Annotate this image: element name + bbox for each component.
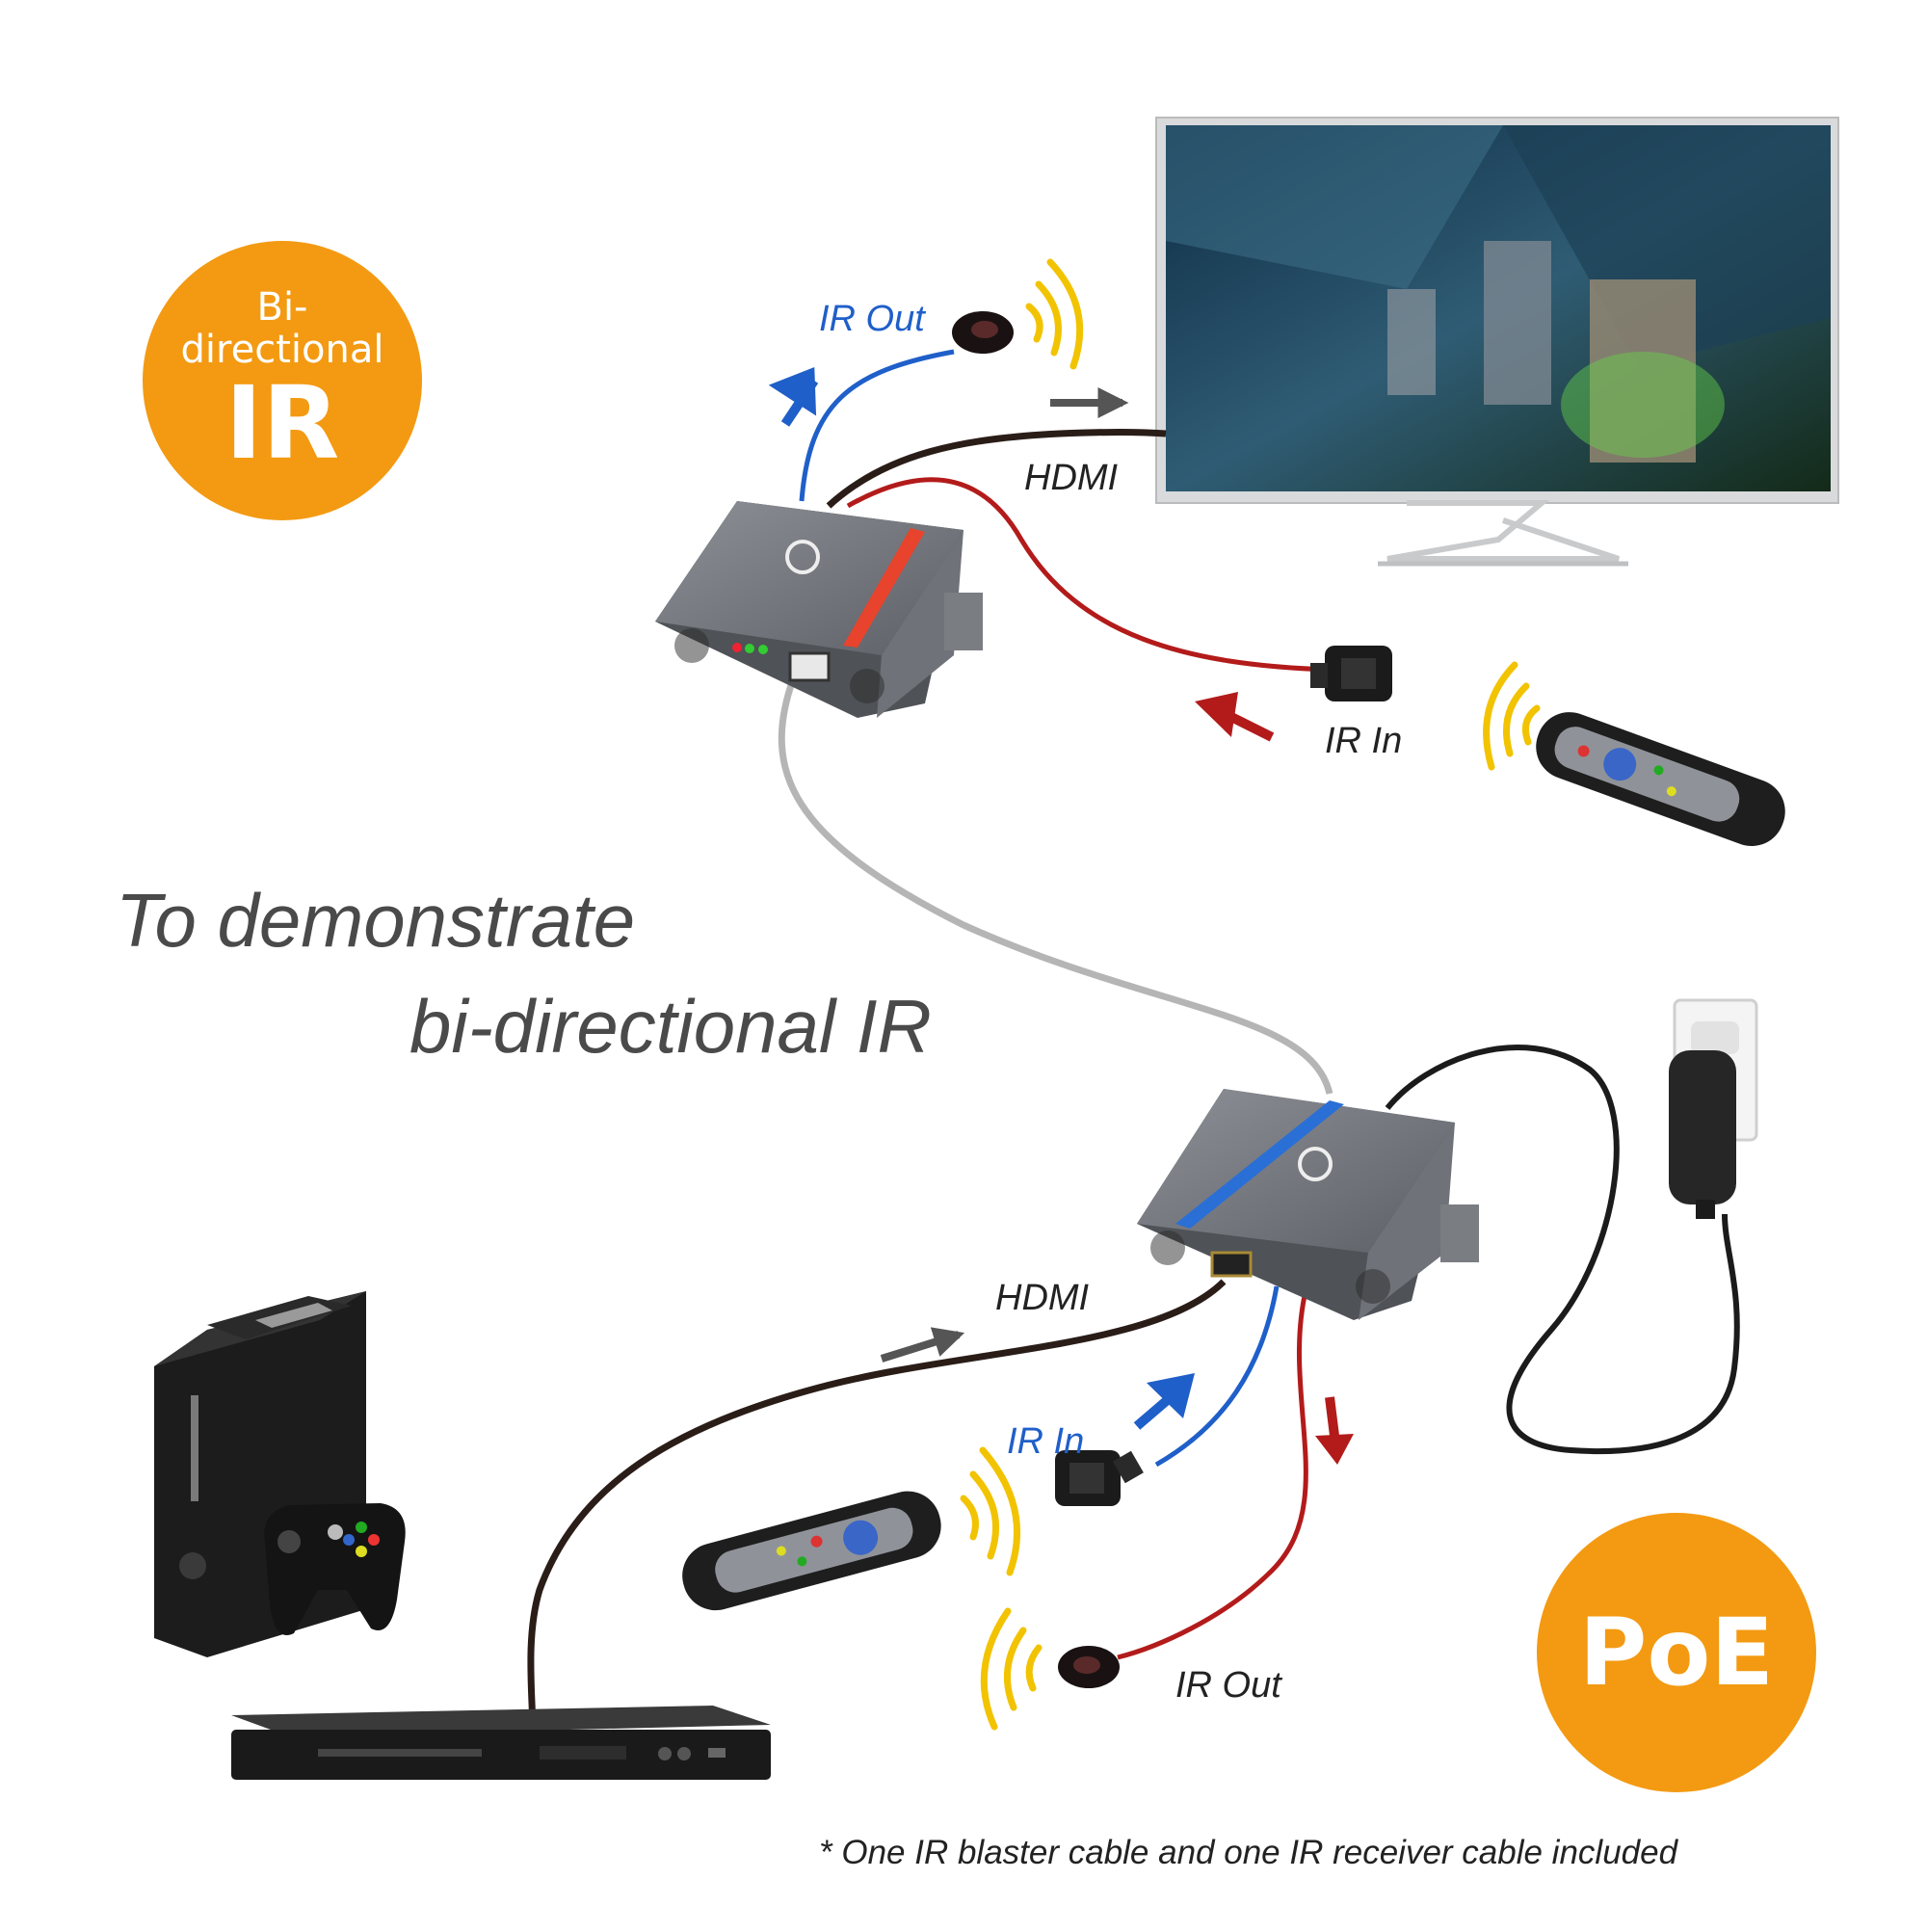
headline-line1: To demonstrate bbox=[116, 878, 636, 963]
transmitter-remote bbox=[682, 1491, 941, 1611]
receiver-hdmi-label: HDMI bbox=[1024, 458, 1119, 498]
receiver-remote bbox=[1536, 712, 1785, 847]
transmitter-hdmi-arrow bbox=[880, 1327, 965, 1363]
receiver-ir-out-cable bbox=[799, 349, 955, 502]
receiver-ir-in-cable bbox=[846, 477, 1331, 673]
tv-display bbox=[1155, 117, 1839, 567]
transmitter-ir-out-arrow bbox=[1325, 1396, 1339, 1437]
transmitter-ir-out-label: IR Out bbox=[1175, 1665, 1281, 1706]
footnote: * One IR blaster cable and one IR receiv… bbox=[819, 1834, 1678, 1871]
receiver-remote-wave bbox=[1483, 661, 1541, 771]
receiver-ir-out-label: IR Out bbox=[819, 299, 925, 339]
transmitter-hdmi-cable bbox=[527, 1279, 1227, 1735]
headline-line2: bi-directional IR bbox=[409, 984, 932, 1069]
transmitter-remote-wave bbox=[960, 1446, 1021, 1576]
transmitter-ir-in-cable bbox=[1154, 1285, 1280, 1468]
receiver-ir-emitter-wave bbox=[1025, 258, 1084, 370]
game-console bbox=[154, 1291, 366, 1657]
transmitter-hdmi-label: HDMI bbox=[995, 1278, 1090, 1318]
media-player bbox=[231, 1706, 771, 1780]
ir-badge-big: IR bbox=[224, 364, 340, 482]
power-adapter bbox=[1669, 998, 1758, 1219]
transmitter-ir-in-arrow bbox=[1133, 1393, 1175, 1430]
game-controller bbox=[264, 1503, 406, 1635]
receiver-ir-in-label: IR In bbox=[1325, 721, 1403, 761]
poe-badge: PoE bbox=[1537, 1513, 1816, 1792]
lan-cable bbox=[778, 677, 1333, 1095]
transmitter-unit bbox=[1137, 1089, 1479, 1320]
ir-badge-line2: directional bbox=[180, 328, 384, 372]
poe-badge-text: PoE bbox=[1579, 1599, 1774, 1707]
receiver-unit bbox=[655, 501, 983, 718]
transmitter-ir-emitter-wave bbox=[980, 1607, 1043, 1731]
bidirectional-ir-badge: Bi- directional IR bbox=[143, 241, 422, 520]
transmitter-ir-out-cable bbox=[1117, 1290, 1308, 1660]
ir-badge-line1: Bi- bbox=[256, 285, 308, 330]
transmitter-ir-in-label: IR In bbox=[1007, 1421, 1085, 1462]
receiver-hdmi-cable bbox=[826, 429, 1167, 509]
power-cable bbox=[1385, 1045, 1740, 1455]
